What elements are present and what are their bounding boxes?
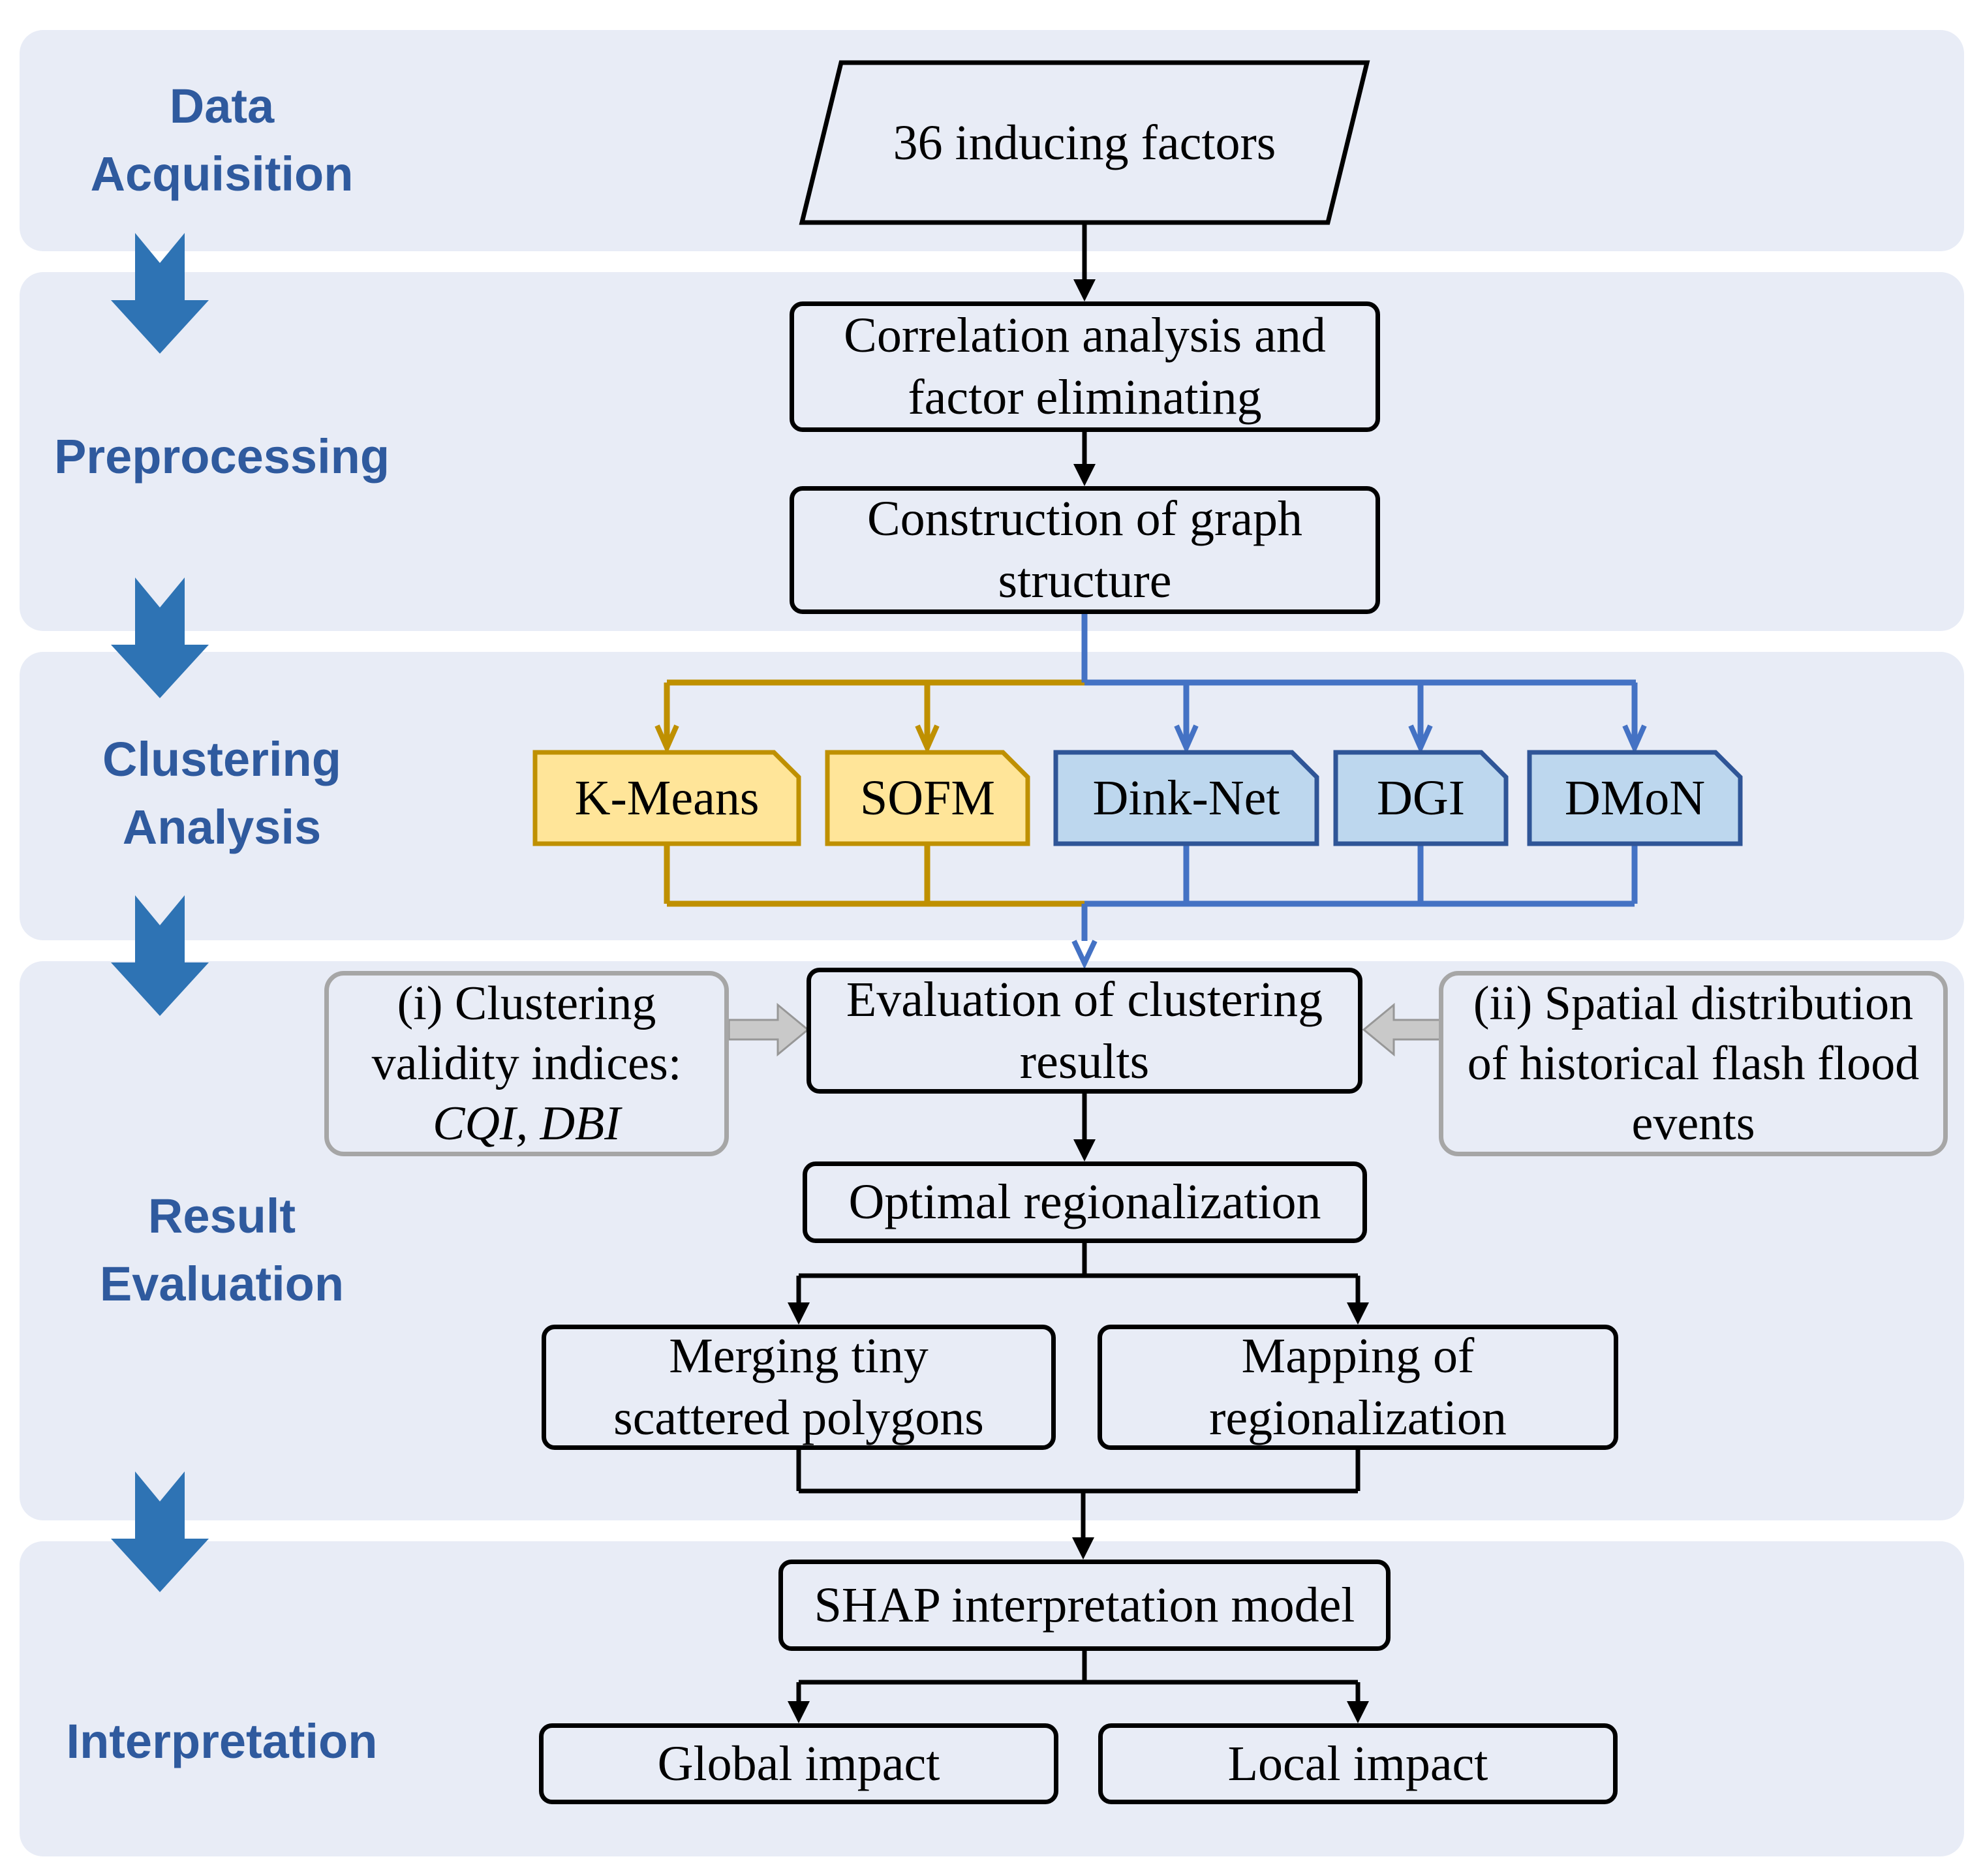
method-dmon-shape: [1527, 750, 1743, 846]
validity-indices-text: (i) Clustering validity indices:: [371, 977, 682, 1090]
method-dgi-shape: [1333, 750, 1509, 846]
optimal-regionalization-node: Optimal regionalization: [803, 1161, 1367, 1243]
historical-events-text: (ii) Spatial distribution of historical …: [1467, 977, 1920, 1150]
method-sofm-shape: [825, 750, 1030, 846]
stage-label-data-acquisition: Data Acquisition: [90, 79, 354, 201]
arrowhead-icon: [1073, 279, 1096, 301]
arrowhead-icon: [1072, 1537, 1094, 1560]
shap-model-node: SHAP interpretation model: [778, 1560, 1391, 1651]
historical-events-node: (ii) Spatial distribution of historical …: [1439, 971, 1948, 1156]
gold-arrowhead-icon: [654, 724, 679, 754]
arrowhead-icon: [1073, 1139, 1096, 1161]
merge-to-shap: [796, 1450, 1360, 1539]
blue-arrowhead-icon: [1622, 724, 1647, 754]
method-dgi-label: DGI: [1376, 770, 1466, 825]
stage-down-arrow-icon: [111, 1471, 209, 1592]
stage-label-interpretation: Interpretation: [66, 1714, 378, 1768]
arrowhead-icon: [1347, 1701, 1369, 1723]
stage-down-arrow-icon: [111, 895, 209, 1016]
blue-arrowhead-icon: [1071, 940, 1098, 970]
global-impact-node: Global impact: [539, 1723, 1058, 1804]
inducing-factors-node-shape: [799, 60, 1370, 225]
stage-label-clustering-analysis: Clustering Analysis: [102, 732, 341, 854]
inducing-factors-label: 36 inducing factors: [893, 115, 1276, 170]
evaluation-node: Evaluation of clustering results: [807, 968, 1362, 1094]
method-dinknet-shape: [1053, 750, 1319, 846]
stage-label-result-evaluation: Result Evaluation: [99, 1189, 345, 1311]
graph-construction-node: Construction of graph structure: [790, 486, 1380, 614]
method-dinknet-label: Dink-Net: [1092, 770, 1280, 825]
split-shap-to-impacts: [796, 1651, 1360, 1702]
stage-down-arrow-icon: [111, 577, 209, 698]
local-impact-node: Local impact: [1098, 1723, 1618, 1804]
validity-indices-italic-text: CQI, DBI: [433, 1097, 621, 1150]
arrowhead-icon: [788, 1701, 810, 1723]
correlation-node: Correlation analysis and factor eliminat…: [790, 301, 1380, 432]
split-optimal-to-merging-mapping: [796, 1243, 1360, 1304]
arrowhead-icon: [1347, 1302, 1369, 1325]
gold-branch-lines: [664, 679, 1084, 907]
gray-right-arrow-icon: [728, 1002, 810, 1057]
stage-label-preprocessing: Preprocessing: [54, 429, 390, 484]
arrowhead-icon: [788, 1302, 810, 1325]
method-dmon-label: DMoN: [1564, 770, 1706, 825]
blue-arrowhead-icon: [1408, 724, 1433, 754]
mapping-regionalization-node: Mapping of regionalization: [1098, 1325, 1618, 1450]
gray-left-arrow-icon: [1362, 1002, 1442, 1057]
blue-arrowhead-icon: [1174, 724, 1199, 754]
method-sofm-label: SOFM: [860, 770, 995, 825]
method-kmeans-label: K-Means: [574, 770, 760, 825]
arrowhead-icon: [1073, 464, 1096, 486]
stage-down-arrow-icon: [111, 233, 209, 354]
merging-polygons-node: Merging tiny scattered polygons: [542, 1325, 1056, 1450]
blue-branch-lines: [1081, 614, 1638, 941]
gold-arrowhead-icon: [915, 724, 940, 754]
validity-indices-node: (i) Clustering validity indices: CQI, DB…: [324, 971, 729, 1156]
method-kmeans-shape: [532, 750, 801, 846]
